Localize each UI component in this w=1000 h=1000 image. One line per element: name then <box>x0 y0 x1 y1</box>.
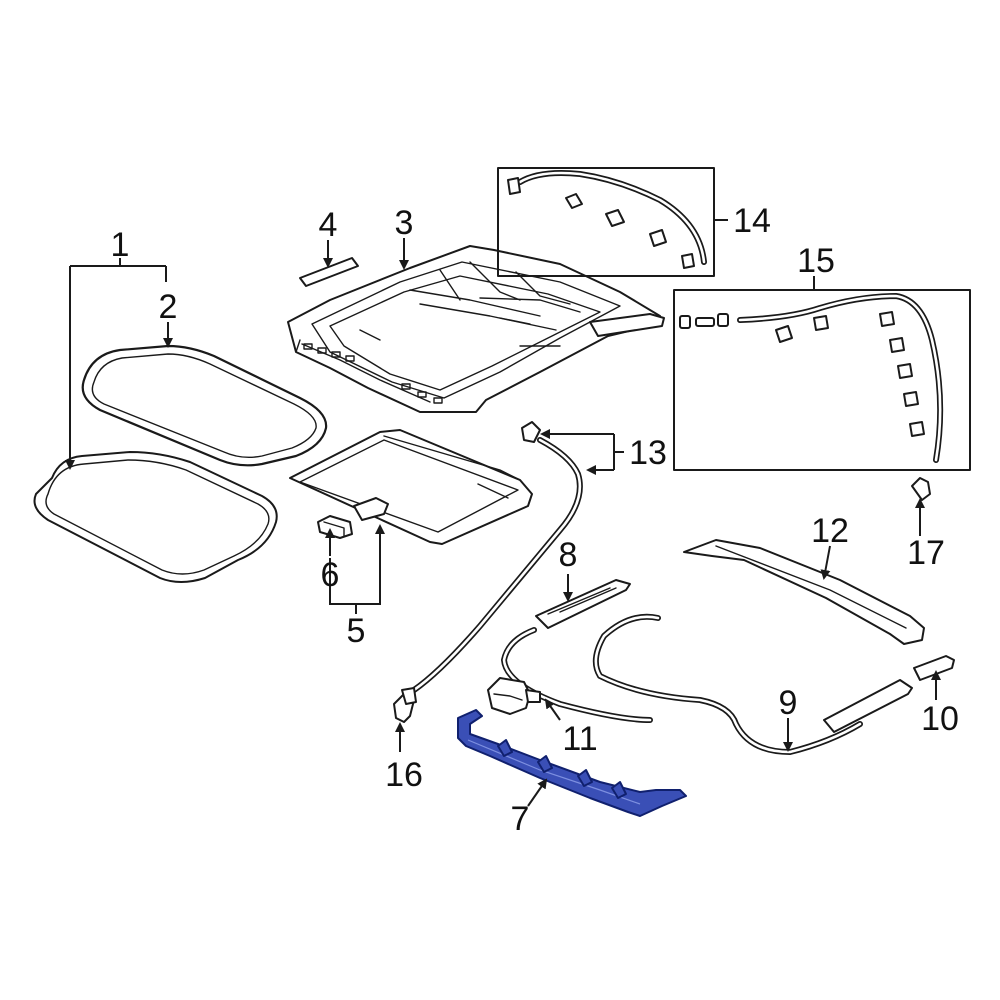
part-12-rail-frame <box>683 539 925 645</box>
callout-labels: 1 2 3 4 5 6 7 8 9 10 11 12 13 14 15 16 1… <box>111 202 959 838</box>
part-2-weatherstrip <box>81 344 328 467</box>
callout-8: 8 <box>559 536 578 574</box>
leader-lines <box>65 219 941 807</box>
callout-10: 10 <box>921 700 959 738</box>
part-1-glass <box>33 451 278 583</box>
part-6-clip <box>317 515 353 539</box>
callout-6: 6 <box>321 556 340 594</box>
part-16-connector <box>393 687 417 723</box>
callout-13: 13 <box>629 434 667 472</box>
callout-12: 12 <box>811 512 849 550</box>
callout-3: 3 <box>395 204 414 242</box>
part-3-frame <box>287 245 665 413</box>
part-10-bracket <box>913 655 955 681</box>
callout-4: 4 <box>319 206 338 244</box>
part-4-seal-strip <box>299 257 359 287</box>
part-13-drain-hose <box>411 421 583 693</box>
part-5-sunshade <box>289 429 533 545</box>
callout-7: 7 <box>511 800 530 838</box>
callout-17: 17 <box>907 534 945 572</box>
part-17-connector <box>911 477 931 501</box>
callout-15: 15 <box>797 242 835 280</box>
callout-11: 11 <box>562 720 597 758</box>
callout-14: 14 <box>733 202 771 240</box>
callout-9: 9 <box>779 684 798 722</box>
callout-1: 1 <box>111 226 130 264</box>
part-14-drain-kit <box>497 167 715 277</box>
part-7-highlighted-seal <box>457 709 687 817</box>
callout-16: 16 <box>385 756 423 794</box>
callout-5: 5 <box>347 612 366 650</box>
part-11-motor <box>487 677 541 715</box>
part-15-drain-kit <box>673 289 971 471</box>
callout-2: 2 <box>159 288 178 326</box>
part-8-guide <box>535 579 631 629</box>
